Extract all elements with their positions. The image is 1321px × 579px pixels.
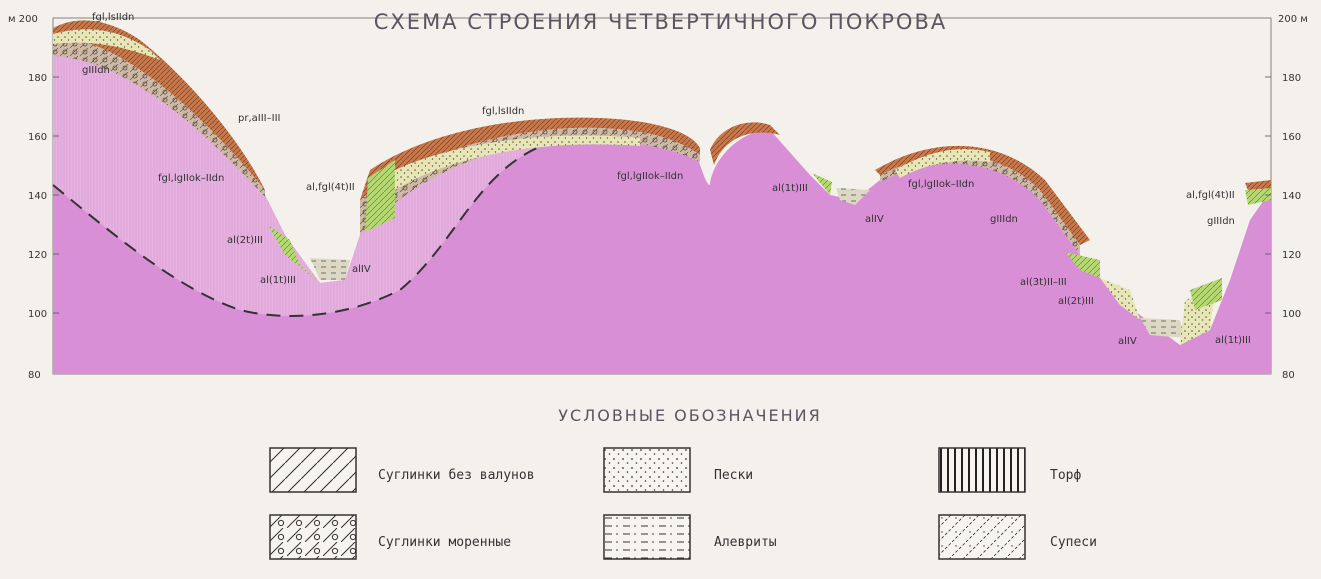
legend-swatch-sand <box>603 447 691 493</box>
bedrock-boundary-dashed <box>52 139 561 317</box>
right-tick: 160 <box>1282 132 1301 143</box>
silt-left <box>310 258 350 280</box>
legend-title: УСЛОВНЫЕ ОБОЗНАЧЕНИЯ <box>558 406 822 425</box>
sand-right <box>895 149 990 178</box>
geo-label: al(1t)III <box>772 183 808 194</box>
geo-label: al,fgl(4t)II <box>306 182 355 193</box>
geo-label: al(1t)III <box>1215 335 1251 346</box>
silt-right-valley <box>836 188 870 205</box>
legend-label: Супеси <box>1050 535 1097 550</box>
geo-label: fgl,lgIIok–IIdn <box>908 179 974 190</box>
geo-label: fgl,lsIIdn <box>92 12 134 23</box>
sand-middle <box>395 135 640 190</box>
green-right-terrace <box>1065 252 1100 278</box>
silt-right-bottom <box>1140 318 1185 338</box>
left-tick: 180 <box>28 73 47 84</box>
legend-swatch-moraine <box>269 514 357 560</box>
green-right-slope <box>1190 278 1222 310</box>
moraine-layer <box>53 39 265 197</box>
right-tick: 100 <box>1282 309 1301 320</box>
alluvium-left <box>268 225 320 283</box>
left-axis-top-label: м 200 <box>8 14 38 25</box>
right-tick: 140 <box>1282 191 1301 202</box>
green-right-valley <box>812 173 832 195</box>
geo-label: al,fgl(4t)II <box>1186 190 1235 201</box>
geo-label: fgl,lgIIok–IIdn <box>158 173 224 184</box>
geo-label: alIV <box>352 264 371 275</box>
left-tick: 120 <box>28 250 47 261</box>
right-axis-top-label: 200 м <box>1278 14 1308 25</box>
geo-label: alIV <box>865 214 884 225</box>
legend-label: Торф <box>1050 468 1082 483</box>
right-edge-green <box>1245 188 1271 205</box>
page-title: СХЕМА СТРОЕНИЯ ЧЕТВЕРТИЧНОГО ПОКРОВА <box>373 10 948 34</box>
legend-swatch-clay <box>269 447 357 493</box>
clay-central <box>710 122 780 165</box>
geo-label: fgl,lsIIdn <box>482 106 524 117</box>
geo-label: gIIIdn <box>82 65 110 76</box>
clay-middle <box>360 117 700 200</box>
legend-label: Пески <box>714 468 754 483</box>
legend-swatch-silt <box>603 514 691 560</box>
geo-label: al(2t)III <box>1058 296 1094 307</box>
geo-label: al(1t)III <box>260 275 296 286</box>
left-tick: 160 <box>28 132 47 143</box>
geologic-cross-section: м 200 200 м 180 160 140 120 100 80 180 1… <box>8 12 1308 381</box>
left-tick: 140 <box>28 191 47 202</box>
geo-label: fgl,lgIIok–IIdn <box>617 171 683 182</box>
right-tick: 120 <box>1282 250 1301 261</box>
left-tick: 100 <box>28 309 47 320</box>
geo-label: gIIIdn <box>1207 216 1235 227</box>
right-tick: 80 <box>1282 370 1295 381</box>
geo-label: al(2t)III <box>227 235 263 246</box>
legend-label: Суглинки без валунов <box>378 468 535 483</box>
legend-swatch-sandy-loam <box>938 514 1026 560</box>
clay-right <box>875 145 1090 245</box>
bedrock-upper-zone <box>53 55 560 316</box>
legend-label: Алевриты <box>714 535 777 550</box>
sand-right-terrace <box>1100 278 1140 320</box>
geo-label: al(3t)II–III <box>1020 277 1067 288</box>
green-middle <box>365 160 395 232</box>
sand-layer <box>53 29 160 60</box>
left-axis <box>53 76 59 314</box>
right-tick: 180 <box>1282 73 1301 84</box>
left-tick: 80 <box>28 370 41 381</box>
right-axis <box>1265 76 1271 314</box>
geo-label: pr,aIII–III <box>238 113 280 124</box>
geo-label: gIIIdn <box>990 214 1018 225</box>
geo-label: alIV <box>1118 336 1137 347</box>
legend-label: Суглинки моренные <box>378 535 512 550</box>
legend-swatch-peat <box>938 447 1026 493</box>
